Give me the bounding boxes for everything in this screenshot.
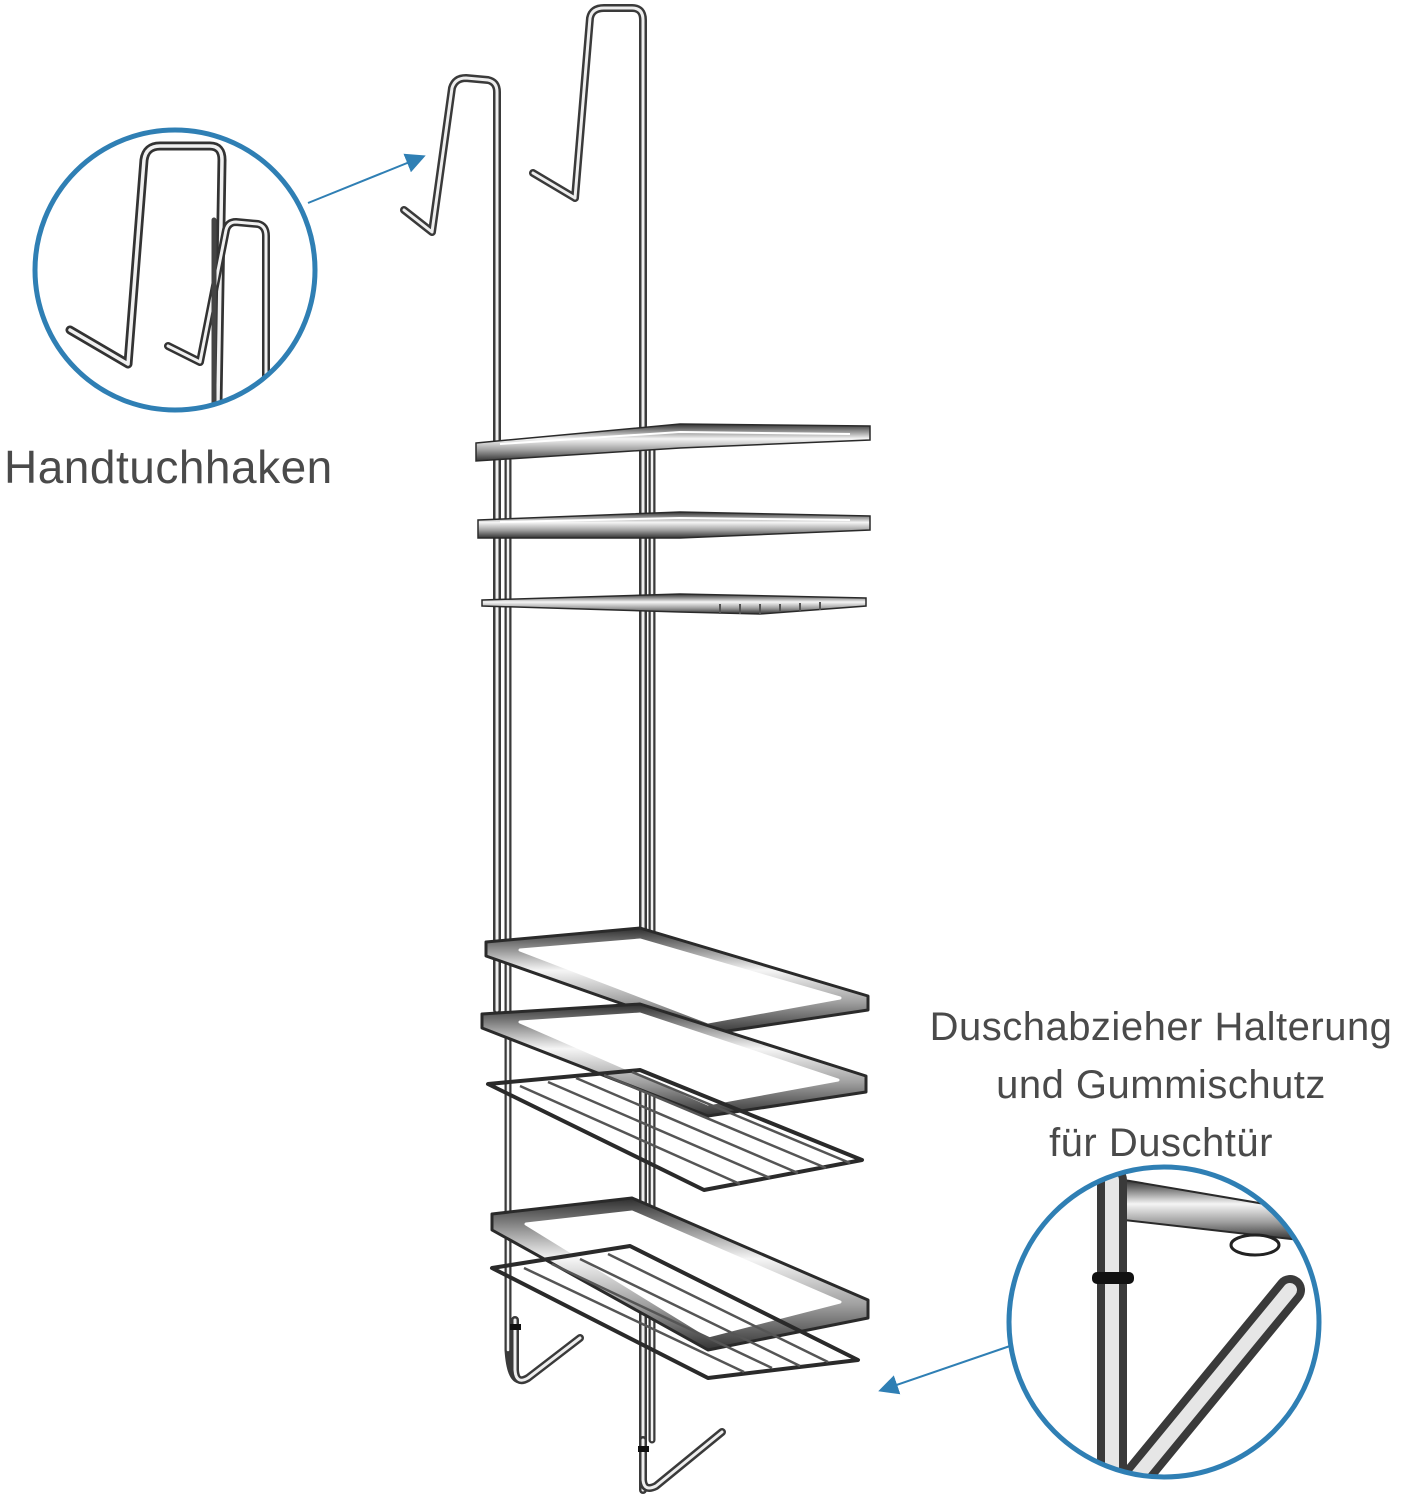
callout-ring xyxy=(1006,1164,1322,1480)
squeegee-label-line-1: Duschabzieher Halterung xyxy=(929,1005,1393,1049)
squeegee-holder-callout xyxy=(1006,1164,1322,1480)
squeegee-label-line-2: und Gummischutz xyxy=(996,1063,1326,1107)
squeegee-holder-label: Duschabzieher Halterung und Gummischutz … xyxy=(900,998,1422,1172)
upper-shelves xyxy=(475,423,871,615)
lower-shelves xyxy=(480,926,870,1380)
towel-hook-callout xyxy=(32,127,318,413)
towel-hook-label: Handtuchhaken xyxy=(4,441,333,493)
squeegee-label-line-3: für Duschtür xyxy=(1049,1121,1273,1165)
arrow-left-down-icon xyxy=(878,1345,1011,1395)
callout-ring xyxy=(32,127,318,413)
towel-hook-closeup xyxy=(65,141,270,410)
arrow-right-up-icon xyxy=(307,153,426,204)
